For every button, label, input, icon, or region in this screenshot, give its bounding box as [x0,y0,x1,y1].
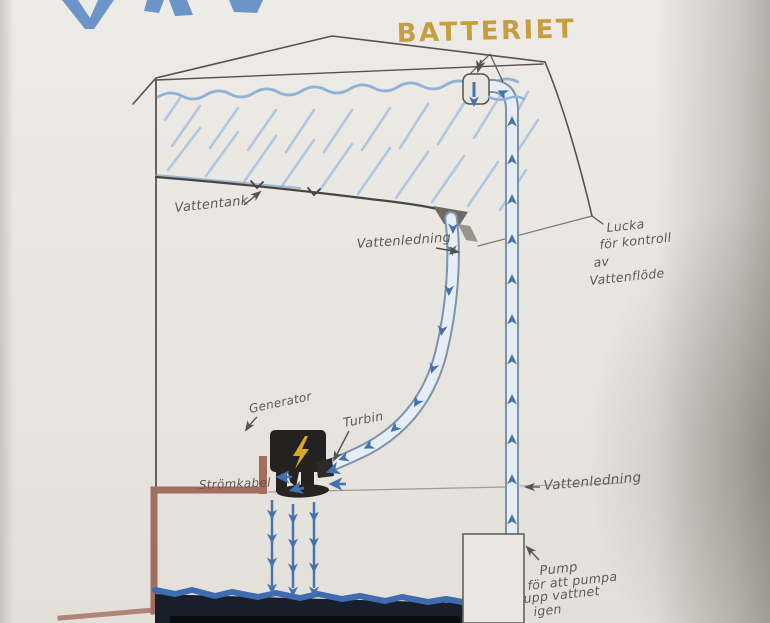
water-pool [152,587,466,623]
spout [462,53,526,107]
label-vattenledning-lower: Vattenledning [543,469,642,493]
pump-arrow [525,545,540,561]
label-arrows [243,190,540,561]
cropped-blue-letter-fragments [62,0,263,29]
label-stromkabel: Strömkabel [199,475,272,492]
return-pipe [481,79,519,567]
vattenledning-upper-arrow [435,246,461,255]
turbine-outflow-arrows [276,463,346,496]
generator-arrow [244,416,258,432]
label-generator: Generator [248,389,314,416]
label-lucka: Lucka för kontroll av Vattenflöde [589,216,673,288]
tank-water-hatching [163,90,540,212]
generator-box [270,430,326,472]
table-edge-shadow [170,616,460,623]
power-cable [57,456,267,621]
down-pipe [322,211,460,473]
tank-bottom [154,174,439,211]
svg-text:Lucka: Lucka [606,216,646,235]
svg-text:Pump: Pump [539,560,579,579]
label-vattenledning-upper: Vattenledning [356,230,451,252]
lightning-bolt-icon [293,436,309,469]
label-turbin: Turbin [342,408,385,430]
svg-text:igen: igen [533,601,563,619]
vattentank-arrow [243,190,262,206]
building-outline [132,35,624,593]
label-vattentank: Vattentank [174,193,250,216]
label-pump: Pump för att pumpa upp vattnet igen [523,560,618,619]
turbin-arrow [333,430,350,462]
pump-box [462,533,525,623]
falling-water-arrows [267,500,319,597]
svg-text:av: av [593,253,610,270]
tank-wavy-waterline [156,77,520,101]
title-batteriet: BATTERIET [396,14,576,49]
